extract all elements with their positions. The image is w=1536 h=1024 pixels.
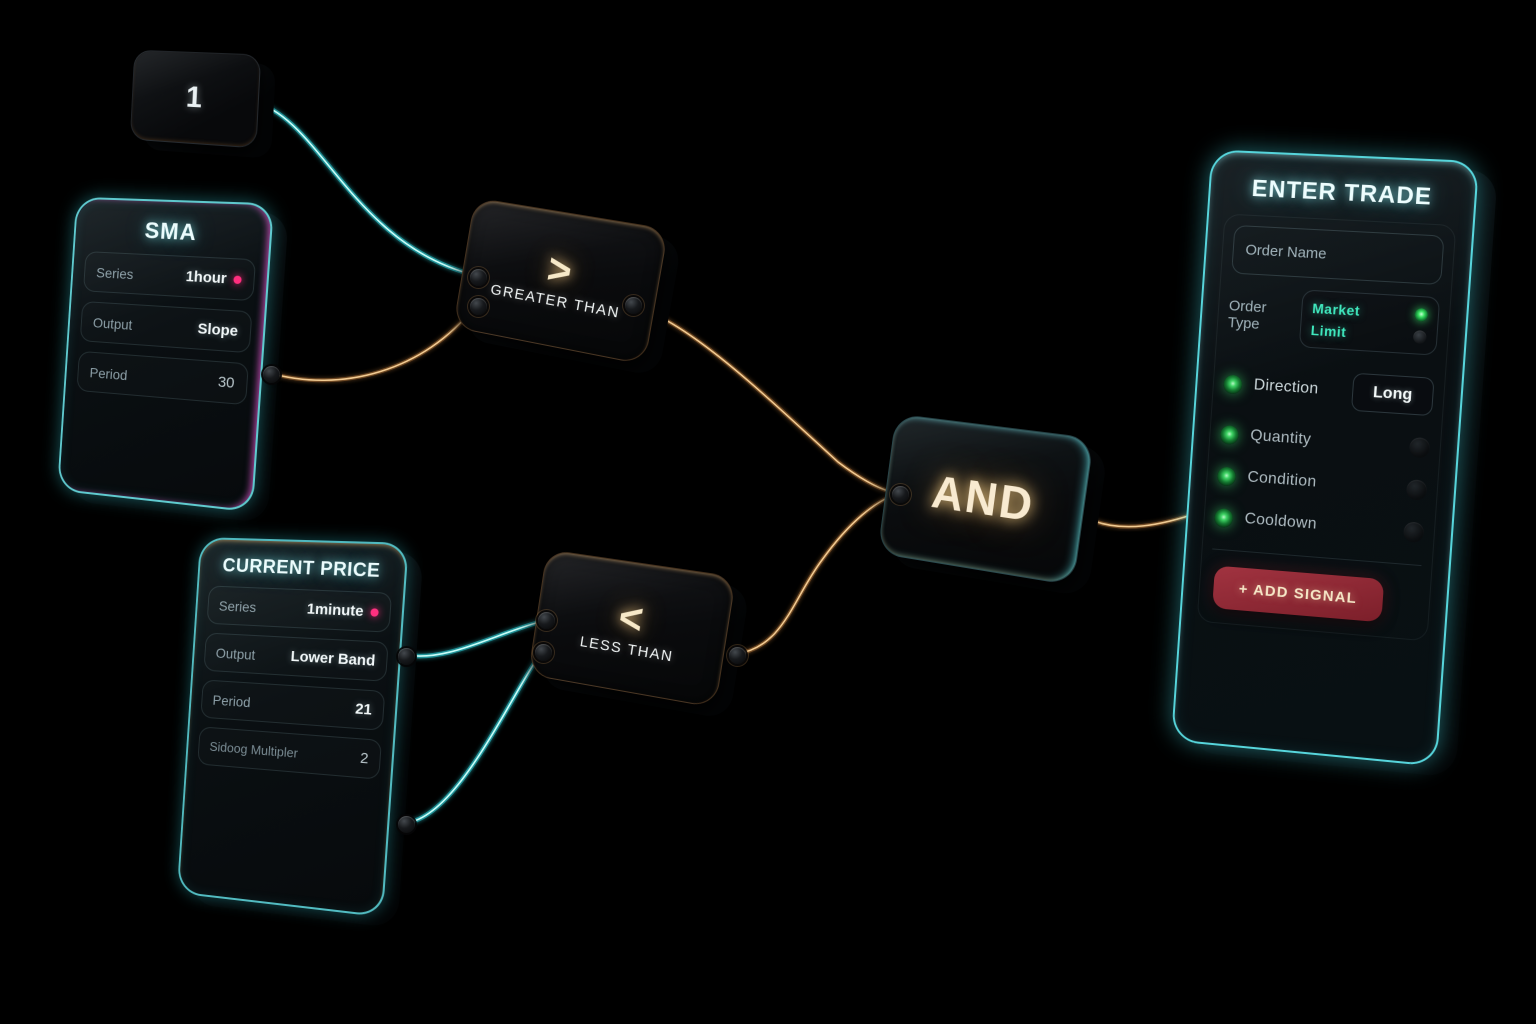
node-current-price[interactable]: CURRENT PRICE Series 1minute Output Lowe… [177,537,409,917]
cp-output-label: Output [215,644,255,662]
less-than-input-port-top[interactable] [538,612,555,629]
order-type-option-limit[interactable]: Limit [1310,322,1427,345]
condition-input-port-led[interactable] [1217,466,1237,486]
sma-period-label: Period [89,364,128,383]
sma-output-label: Output [93,314,133,332]
sma-output-port[interactable] [263,366,280,383]
sma-series-label: Series [96,264,134,282]
sma-output-row[interactable]: Output Slope [80,301,253,353]
series-active-dot [370,608,379,617]
cp-period-value[interactable]: 21 [355,700,373,718]
wire-constant-to-greater-than[interactable] [254,102,474,275]
current-price-node-title: CURRENT PRICE [207,555,397,584]
cooldown-socket[interactable] [1403,521,1424,543]
order-type-label: Order Type [1227,285,1295,334]
sma-series-value[interactable]: 1hour [185,268,242,288]
node-face: ENTER TRADE Order Name Order Type Market… [1171,149,1479,766]
order-type-row: Order Type Market Limit [1226,285,1440,355]
sma-period-row[interactable]: Period 30 [76,351,248,405]
direction-row: Direction Long [1222,365,1434,417]
less-than-input-port-bottom[interactable] [535,644,552,661]
order-name-input[interactable]: Order Name [1231,225,1444,285]
wire-current-price-to-less-than-bottom[interactable] [406,653,541,823]
cp-series-row[interactable]: Series 1minute [207,585,393,632]
add-signal-button[interactable]: + ADD SIGNAL [1212,566,1384,623]
node-less-than[interactable]: < LESS THAN [528,549,736,708]
cp-output-row[interactable]: Output Lower Band [203,632,388,681]
quantity-row: Quantity [1220,424,1431,458]
sma-period-value[interactable]: 30 [217,373,235,392]
node-face: 1 [130,50,261,149]
cp-series-label: Series [218,597,256,614]
cooldown-label: Cooldown [1244,510,1317,533]
cp-output-value[interactable]: Lower Band [290,648,376,670]
node-enter-trade[interactable]: ENTER TRADE Order Name Order Type Market… [1171,149,1479,766]
greater-than-output-port[interactable] [625,297,642,314]
limit-radio-off[interactable] [1413,330,1427,344]
sma-node-title: SMA [83,215,263,249]
condition-label: Condition [1247,469,1317,492]
condition-socket[interactable] [1406,479,1427,501]
node-sma[interactable]: SMA Series 1hour Output Slope Period 30 [57,197,274,513]
less-than-symbol: < [616,595,646,640]
cp-period-row[interactable]: Period 21 [200,679,385,730]
less-than-output-port[interactable] [729,647,746,664]
cooldown-input-port-led[interactable] [1214,507,1234,527]
direction-input-port-led[interactable] [1223,374,1243,394]
series-active-dot [233,275,242,284]
greater-than-input-port-bottom[interactable] [470,298,487,315]
greater-than-input-port-top[interactable] [470,269,487,286]
node-and-gate[interactable]: AND [877,414,1094,586]
enter-trade-body: Order Name Order Type Market Limit [1197,214,1457,642]
cp-multiplier-label: Sidoog Multipler [209,739,298,761]
node-constant-one[interactable]: 1 [130,50,261,149]
panel-divider [1212,548,1421,566]
constant-value: 1 [185,81,203,116]
and-gate-label: AND [929,464,1038,532]
wire-greater-than-to-and[interactable] [634,306,897,493]
market-radio-on[interactable] [1414,307,1428,321]
cp-multiplier-row[interactable]: Sidoog Multipler 2 [197,726,382,779]
wire-sma-to-greater-than[interactable] [270,306,475,380]
cp-series-value[interactable]: 1minute [306,600,379,620]
condition-row: Condition [1217,465,1428,500]
wire-less-than-to-and[interactable] [737,494,897,654]
current-price-output-port-top[interactable] [398,648,415,665]
and-gate-input-port[interactable] [892,486,909,503]
sma-output-value[interactable]: Slope [197,320,238,340]
wire-current-price-to-less-than-top[interactable] [406,621,543,656]
sma-series-row[interactable]: Series 1hour [83,251,256,301]
wire-and-to-enter-trade[interactable] [1094,512,1200,527]
greater-than-symbol: > [544,247,575,293]
quantity-socket[interactable] [1409,437,1430,459]
current-price-output-port-bottom[interactable] [398,816,415,833]
cp-multiplier-value[interactable]: 2 [360,750,370,768]
quantity-label: Quantity [1250,427,1312,449]
direction-value-select[interactable]: Long [1351,373,1435,416]
order-type-option-market[interactable]: Market [1312,300,1429,323]
direction-label: Direction [1253,376,1319,398]
cp-period-label: Period [212,691,251,709]
quantity-input-port-led[interactable] [1220,424,1240,444]
order-type-selector[interactable]: Market Limit [1299,289,1440,355]
enter-trade-title: ENTER TRADE [1225,174,1459,213]
node-face: SMA Series 1hour Output Slope Period 30 [57,197,274,513]
cooldown-row: Cooldown [1214,507,1425,543]
node-face: CURRENT PRICE Series 1minute Output Lowe… [177,537,409,917]
